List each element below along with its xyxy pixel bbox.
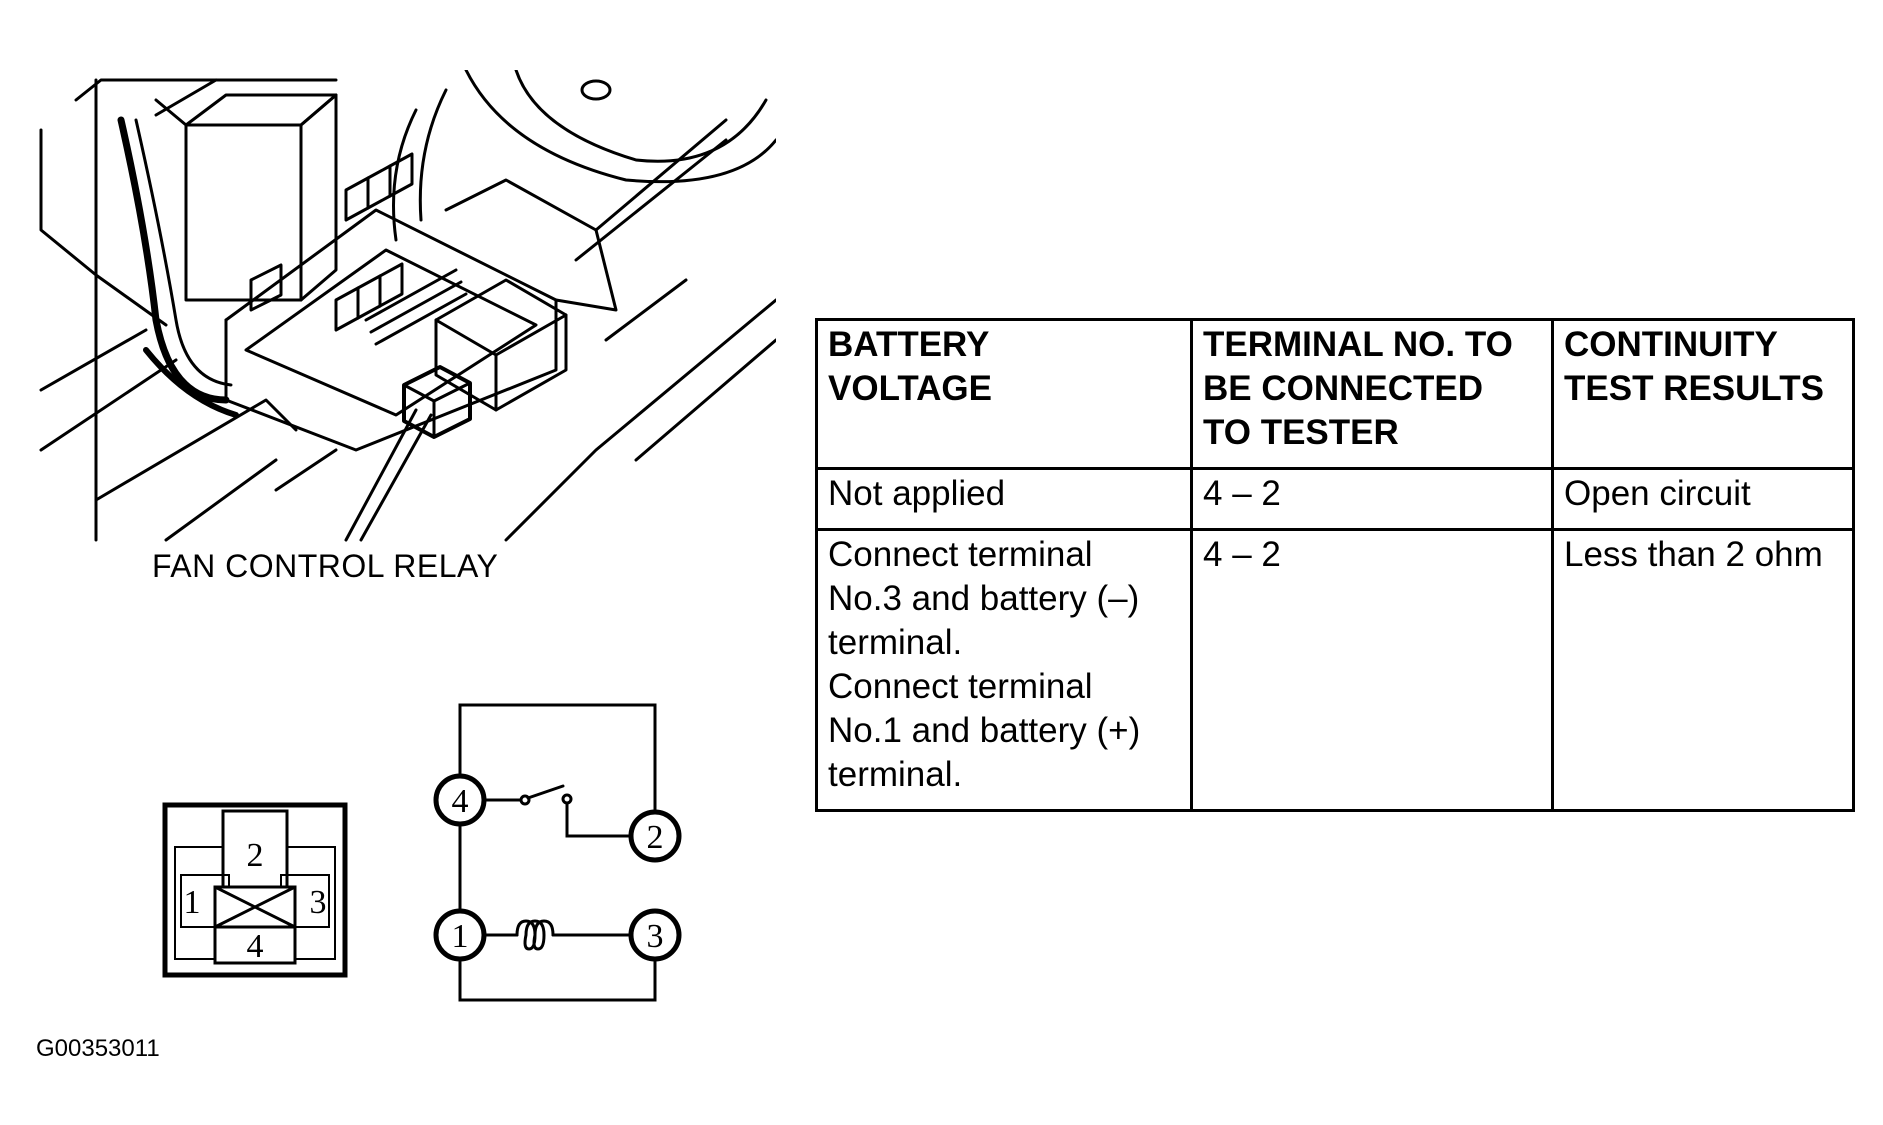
header-terminal-no: TERMINAL NO. TO BE CONNECTED TO TESTER bbox=[1190, 318, 1554, 470]
schematic-wire-4-to-2 bbox=[458, 703, 657, 822]
schematic-wire-switch-to-2 bbox=[565, 801, 633, 838]
table-header-row: BATTERY VOLTAGE TERMINAL NO. TO BE CONNE… bbox=[815, 318, 1855, 470]
relay-connector-face: 2 1 3 4 bbox=[162, 802, 348, 978]
schematic-terminal-4 bbox=[433, 773, 487, 827]
cell-result: Less than 2 ohm bbox=[1551, 528, 1855, 812]
fan-control-relay-caption: FAN CONTROL RELAY bbox=[152, 548, 499, 584]
schematic-terminal-2 bbox=[628, 809, 682, 863]
cell-voltage: Not applied bbox=[815, 467, 1193, 531]
schematic-label-3: 3 bbox=[647, 918, 664, 955]
switch-blade bbox=[526, 784, 565, 800]
schematic-label-1: 1 bbox=[452, 918, 469, 955]
connector-label-2: 2 bbox=[247, 837, 264, 874]
connector-pin-2-slot bbox=[221, 809, 289, 889]
connector-label-1: 1 bbox=[184, 884, 201, 921]
figure-id: G00353011 bbox=[36, 1035, 160, 1062]
schematic-label-4: 4 bbox=[452, 783, 469, 820]
connector-housing bbox=[162, 802, 348, 978]
header-battery-voltage: BATTERY VOLTAGE bbox=[815, 318, 1193, 470]
table-row: Not applied 4 – 2 Open circuit bbox=[815, 467, 1855, 531]
schematic-label-2: 2 bbox=[647, 819, 664, 856]
connector-pin-4-slot bbox=[213, 925, 297, 965]
cell-voltage: Connect terminal No.3 and battery (–) te… bbox=[815, 528, 1193, 812]
schematic-terminal-1 bbox=[433, 908, 487, 962]
table-row: Connect terminal No.3 and battery (–) te… bbox=[815, 528, 1855, 812]
cell-result: Open circuit bbox=[1551, 467, 1855, 531]
continuity-test-table: BATTERY VOLTAGE TERMINAL NO. TO BE CONNE… bbox=[815, 318, 1855, 812]
engine-bay-illustration bbox=[39, 70, 776, 542]
cell-terminals: 4 – 2 bbox=[1190, 467, 1554, 531]
schematic-terminal-3 bbox=[628, 908, 682, 962]
relay-schematic: 4 2 1 3 bbox=[433, 703, 682, 1002]
switch-pivot bbox=[519, 794, 531, 806]
header-continuity-result: CONTINUITY TEST RESULTS bbox=[1551, 318, 1855, 470]
connector-label-3: 3 bbox=[310, 884, 327, 921]
schematic-wire-1-to-3 bbox=[458, 955, 657, 1002]
connector-label-4: 4 bbox=[247, 928, 264, 965]
cell-terminals: 4 – 2 bbox=[1190, 528, 1554, 812]
coil-icon bbox=[515, 919, 555, 951]
